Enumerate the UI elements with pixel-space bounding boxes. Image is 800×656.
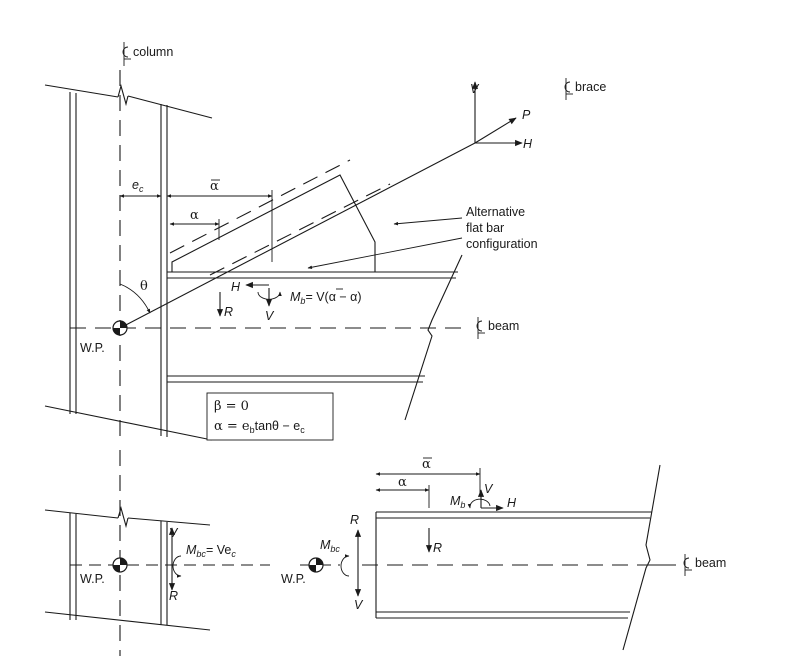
ec-label: ec (132, 178, 144, 194)
alternative-text-2: flat bar (466, 221, 504, 235)
centerline-icon (683, 554, 692, 576)
equation-box: β = 0 α = ebtanθ − ec (206, 392, 334, 441)
mb-equation: Mb= V(α − α) (290, 290, 362, 306)
brace-label: brace (575, 80, 606, 94)
brace-centerline: V P H brace (119, 78, 606, 329)
r-interface-label: R (224, 305, 233, 319)
centerline-icon (122, 42, 131, 66)
bl-v-label: V (169, 526, 179, 540)
column-centerline-label: column (122, 42, 173, 66)
work-point-icon (112, 320, 128, 336)
beta-equation: β = 0 (214, 399, 249, 414)
column (44, 70, 213, 441)
bottom-left-diagram: V R Mbc= Vec W.P. (44, 450, 270, 656)
work-point-icon (112, 557, 128, 573)
gusset-plate (169, 159, 391, 276)
bl-r-label: R (169, 589, 178, 603)
alternative-annotation: Alternative flat bar configuration (307, 205, 538, 269)
beam-label-top: beam (488, 319, 519, 333)
alpha-equation: α = ebtanθ − ec (214, 419, 305, 435)
alternative-text-3: configuration (466, 237, 538, 251)
centerline-icon (564, 78, 573, 100)
bottom-right-diagram: W.P. R V Mbc beam α α (281, 457, 726, 651)
alpha-bar-label: α (210, 179, 219, 194)
br-v-bottom-label: V (354, 598, 364, 612)
wp-label-bottom-left: W.P. (80, 572, 105, 586)
br-r-top-label: R (350, 513, 359, 527)
br-alpha-bar-label: α (422, 457, 431, 472)
br-r-label: R (433, 541, 442, 555)
beam-centerline-label: beam (476, 317, 519, 339)
dimensions: ec α α (119, 178, 273, 262)
work-point-icon (308, 557, 324, 573)
work-point-bottom-right: W.P. (281, 557, 324, 586)
work-point-top: W.P. (80, 320, 128, 355)
br-v-label: V (484, 482, 494, 496)
theta-label: θ (140, 279, 148, 294)
alternative-text-1: Alternative (466, 205, 525, 219)
h-interface-label: H (231, 280, 241, 294)
v-interface-label: V (265, 309, 275, 323)
h-force-label: H (523, 137, 533, 151)
br-h-label: H (507, 496, 517, 510)
br-mbc-label: Mbc (320, 538, 340, 554)
wp-label-bottom-right: W.P. (281, 572, 306, 586)
beam-label-bottom: beam (695, 556, 726, 570)
brace-centerline-label: brace (564, 78, 606, 100)
beam-centerline-label-bottom: beam (683, 554, 726, 576)
centerline-icon (476, 317, 485, 339)
interface-forces: H R V Mb= V(α − α) (216, 280, 362, 323)
wp-label-top: W.P. (80, 341, 105, 355)
column-label: column (133, 45, 173, 59)
beam: beam (70, 254, 519, 421)
br-mb-label: Mb (450, 494, 465, 510)
br-alpha-label: α (398, 475, 407, 490)
p-force-label: P (522, 108, 531, 122)
v-force-label: V (470, 82, 480, 96)
alpha-label: α (190, 208, 199, 223)
theta-angle: θ (119, 279, 151, 314)
work-point-bottom-left: W.P. (80, 557, 128, 586)
top-diagram: column V P H (44, 42, 606, 441)
bl-mbc-equation: Mbc= Vec (186, 543, 236, 559)
